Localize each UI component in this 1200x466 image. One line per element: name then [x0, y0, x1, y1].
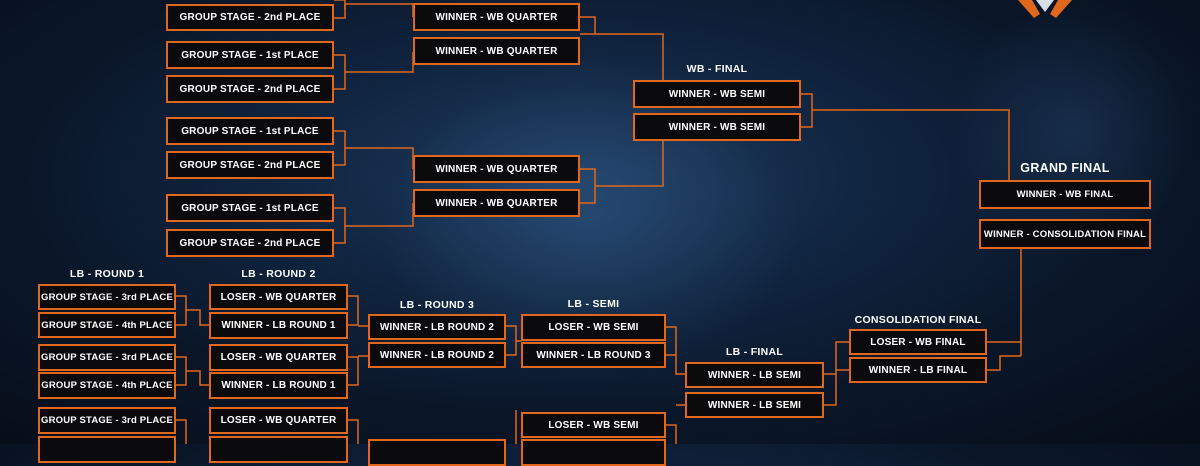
- lb-round1-slot: GROUP STAGE - 3rd PLACE: [38, 407, 176, 434]
- group-stage-slot: GROUP STAGE - 1st PLACE: [166, 117, 334, 145]
- background-glow-right: [950, 0, 1200, 260]
- lb-semi-slot-partial: [521, 439, 666, 466]
- lb-round2-slot: LOSER - WB QUARTER: [209, 407, 348, 434]
- group-stage-slot: GROUP STAGE - 2nd PLACE: [166, 75, 334, 103]
- group-stage-slot: GROUP STAGE - 1st PLACE: [166, 194, 334, 222]
- consolidation-final-title: CONSOLIDATION FINAL: [854, 314, 982, 326]
- tournament-logo: [1018, 0, 1072, 18]
- grand-final-slot: WINNER - WB FINAL: [979, 180, 1151, 209]
- lb-round1-slot: GROUP STAGE - 3rd PLACE: [38, 284, 176, 310]
- lb-round2-slot: LOSER - WB QUARTER: [209, 344, 348, 371]
- wb-quarter-slot: WINNER - WB QUARTER: [413, 189, 580, 217]
- wb-semi-slot: WINNER - WB SEMI: [633, 80, 801, 108]
- wb-semi-slot: WINNER - WB SEMI: [633, 113, 801, 141]
- lb-round1-slot: GROUP STAGE - 3rd PLACE: [38, 344, 176, 371]
- bracket-connector-lines: [176, 0, 1022, 444]
- wb-quarter-slot: WINNER - WB QUARTER: [413, 37, 580, 65]
- lb-semi-slot: LOSER - WB SEMI: [521, 314, 666, 341]
- grand-final-slot: WINNER - CONSOLIDATION FINAL: [979, 219, 1151, 249]
- lb-round3-slot: WINNER - LB ROUND 2: [368, 342, 506, 368]
- wb-final-title: WB - FINAL: [686, 63, 748, 75]
- lb-round2-slot: WINNER - LB ROUND 1: [209, 312, 348, 339]
- grand-final-title: GRAND FINAL: [1020, 161, 1110, 175]
- lb-semi-title: LB - SEMI: [567, 298, 620, 310]
- lb-round1-title: LB - ROUND 1: [69, 268, 145, 280]
- consolidation-slot: LOSER - WB FINAL: [849, 329, 987, 355]
- lb-final-slot: WINNER - LB SEMI: [685, 362, 824, 388]
- lb-round3-title: LB - ROUND 3: [399, 299, 475, 311]
- group-stage-slot: GROUP STAGE - 2nd PLACE: [166, 229, 334, 257]
- lb-round3-slot-partial: [368, 439, 506, 466]
- consolidation-slot: WINNER - LB FINAL: [849, 357, 987, 383]
- lb-final-title: LB - FINAL: [725, 346, 784, 358]
- group-stage-slot: GROUP STAGE - 1st PLACE: [166, 41, 334, 69]
- group-stage-slot: GROUP STAGE - 2nd PLACE: [166, 151, 334, 179]
- lb-semi-slot: WINNER - LB ROUND 3: [521, 342, 666, 368]
- wb-quarter-slot: WINNER - WB QUARTER: [413, 3, 580, 31]
- lb-round2-slot: LOSER - WB QUARTER: [209, 284, 348, 310]
- lb-round3-slot: WINNER - LB ROUND 2: [368, 314, 506, 340]
- lb-round2-slot: WINNER - LB ROUND 1: [209, 372, 348, 399]
- lb-final-slot: WINNER - LB SEMI: [685, 392, 824, 418]
- lb-semi-slot: LOSER - WB SEMI: [521, 412, 666, 438]
- group-stage-slot: GROUP STAGE - 2nd PLACE: [166, 4, 334, 31]
- lb-round2-title: LB - ROUND 2: [241, 268, 316, 280]
- lb-round1-slot-partial: [38, 436, 176, 463]
- lb-round2-slot-partial: [209, 436, 348, 463]
- lb-round1-slot: GROUP STAGE - 4th PLACE: [38, 372, 176, 399]
- lb-round1-slot: GROUP STAGE - 4th PLACE: [38, 312, 176, 338]
- wb-quarter-slot: WINNER - WB QUARTER: [413, 155, 580, 183]
